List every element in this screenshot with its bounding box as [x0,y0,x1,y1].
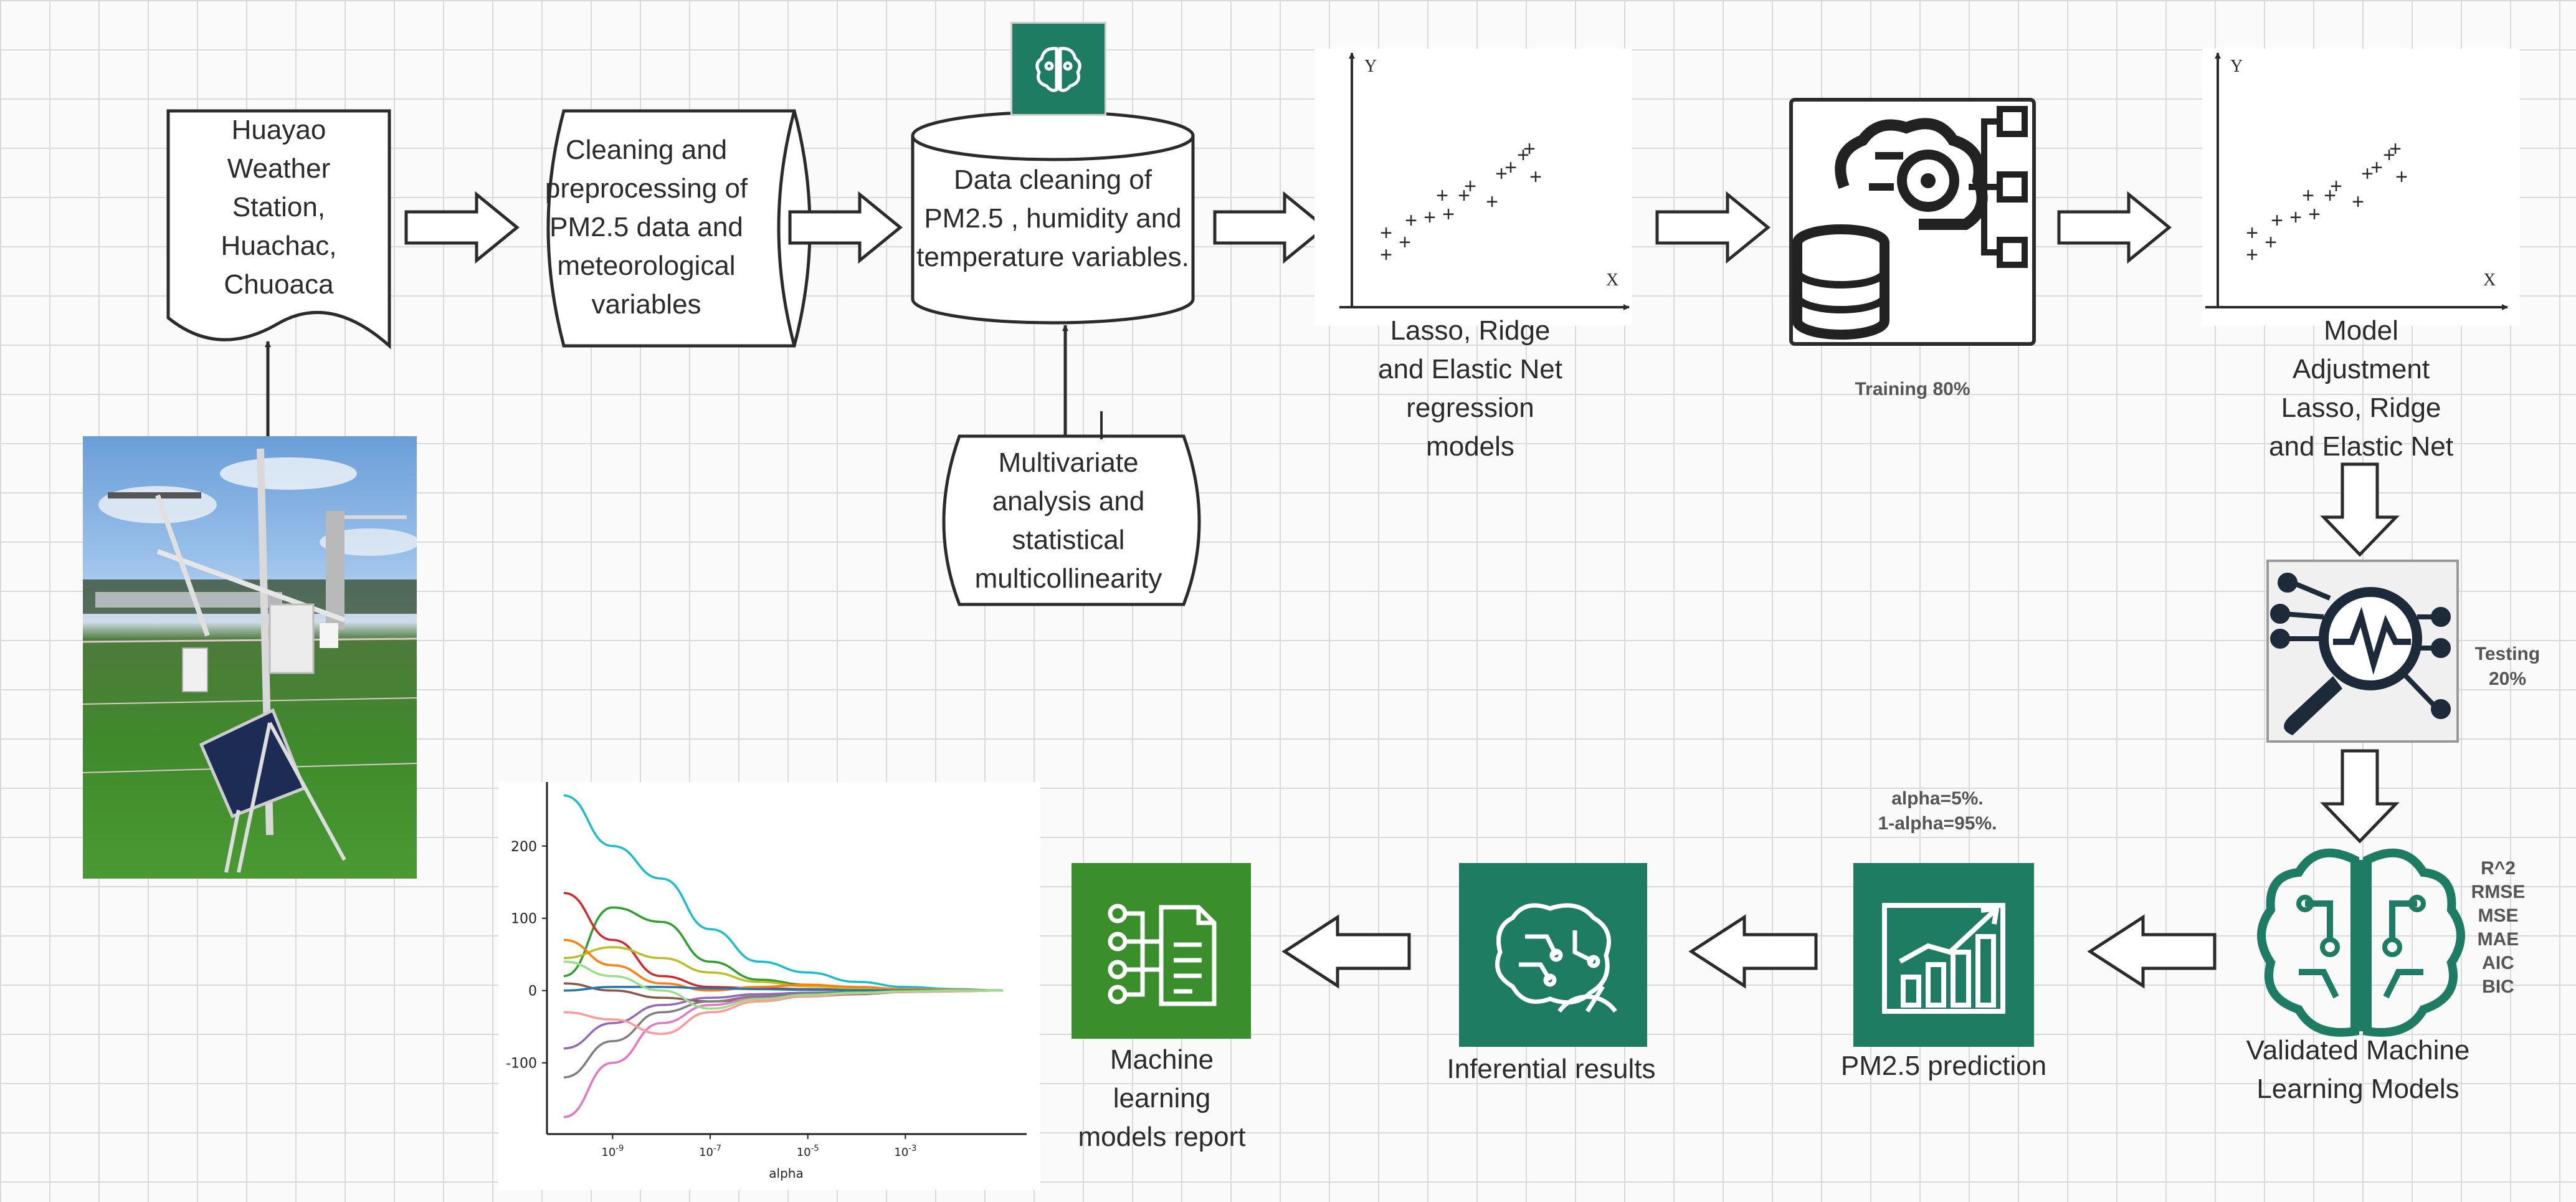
scatter-point: + [2289,206,2302,229]
brain-icon [1010,22,1106,116]
scatter-point: + [1436,184,1448,207]
block-arrow-4 [1655,191,1770,264]
scatter-point: + [2370,156,2383,179]
scatter-point: + [2246,221,2258,245]
scatter-point: + [1517,143,1529,167]
block-arrow-down-2 [2320,749,2400,844]
scatter-point: + [1399,231,1411,254]
document-flow-icon [1072,863,1251,1039]
scatter-plot-models: Y X +++++++++++++++ [1314,49,1632,326]
block-arrow-left-2 [1688,914,1818,989]
scatter-axis-x-2: X [2483,270,2496,290]
station-document-shape [166,109,391,350]
ai-training-icon [1789,98,2036,346]
metrics-list: R^2 RMSE MSE MAE AIC BIC [2461,857,2536,999]
scatter-plot-adjustment: Y X +++++++++++++++ [2202,49,2520,326]
chart-xtick-label: 10-5 [797,1144,819,1159]
metric-aic: AIC [2482,953,2514,973]
scatter-axis-y-2: Y [2230,57,2243,76]
scatter-point: + [1523,137,1536,161]
scatter-point: + [2352,190,2364,214]
scatter-point: + [2383,143,2395,167]
data-analysis-icon [2266,560,2459,743]
block-arrow-left-1 [2087,914,2217,989]
scatter-point: + [1486,190,1498,214]
scatter-point: + [1442,203,1455,226]
scatter-point: + [1458,184,1470,207]
ai-brain-icon [1459,863,1647,1047]
chart-series-line-0 [563,794,1004,992]
alpha-line-2: 1-alpha=95%. [1878,813,1997,834]
block-arrow-down-1 [2320,462,2400,557]
weather-station-photo [83,436,417,879]
metric-rmse: RMSE [2471,882,2526,902]
block-arrow-5 [2057,191,2172,264]
scatter-point: + [1464,174,1476,198]
metric-mae: MAE [2477,929,2519,950]
scatter-point: + [2308,203,2321,226]
scatter-point: + [1495,162,1508,186]
station-label: Huayao Weather Station, Huachac, Chuoaca [221,115,337,300]
scatter-point: + [2271,209,2283,232]
growth-chart-icon [1853,863,2034,1047]
chart-ytick-label: -100 [506,1056,537,1072]
prediction-label: PM2.5 prediction [1840,1051,2047,1081]
testing-label: Testing 20% [2474,644,2540,689]
scatter-point: + [2302,184,2314,207]
block-arrow-left-3 [1281,914,1411,989]
chart-ytick-label: 200 [511,839,537,855]
chart-xtick-label: 10-7 [699,1144,721,1159]
report-label: Machine learning models report [1078,1044,1246,1152]
scatter-point: + [1423,206,1436,229]
scatter-point: + [1380,243,1392,267]
chart-xlabel: alpha [769,1166,803,1181]
scatter-point: + [2265,231,2277,254]
models-label: Lasso, Ridge and Elastic Net regression … [1378,315,1562,462]
cleaning-database-shape [911,110,1195,325]
scatter-point: + [2389,137,2402,161]
scatter-axis-y: Y [1364,57,1377,76]
metric-mse: MSE [2478,905,2519,926]
chart-ytick-label: 0 [528,984,537,999]
scatter-axis-x: X [1606,270,1618,290]
inferential-label: Inferential results [1447,1054,1656,1084]
validated-label: Validated Machine Learning Models [2246,1035,2470,1104]
block-arrow-1 [404,191,520,264]
scatter-point: + [1405,209,1417,232]
brain-circuit-icon [2257,848,2465,1037]
scatter-point: + [2395,165,2408,189]
chart-series-line-11 [563,960,1003,1010]
alpha-line-1: alpha=5%. [1891,788,1984,809]
preprocess-label: Cleaning and preprocessing of PM2.5 data… [544,135,748,320]
cleaning-label: Data cleaning of PM2.5 , humidity and te… [916,165,1189,272]
scatter-point: + [2330,174,2342,198]
scatter-point: + [1504,156,1517,179]
metric-r2: R^2 [2481,858,2516,879]
chart-xtick-label: 10-3 [894,1144,916,1159]
multivariate-storage-shape [942,434,1201,606]
block-arrow-2 [788,191,903,264]
scatter-point: + [1529,165,1542,189]
chart-xtick-label: 10-9 [601,1144,624,1159]
multivariate-label: Multivariate analysis and statistical mu… [974,447,1162,594]
chart-ytick-label: 100 [511,912,537,927]
alpha-label: alpha=5%. 1-alpha=95%. [1825,786,2050,836]
scatter-point: + [2361,162,2374,186]
scatter-point: + [1380,221,1392,245]
metric-bic: BIC [2482,976,2514,997]
chart-series-line-4 [563,938,1004,992]
scatter-point: + [2246,243,2258,267]
scatter-point: + [2324,184,2336,207]
regularization-path-chart: 200 100 0 -100 10-9 10-7 10-5 10-3 alpha [498,782,1040,1190]
block-arrow-3 [1213,191,1328,264]
adjustment-label: Model Adjustment Lasso, Ridge and Elasti… [2269,315,2453,462]
training-label: Training 80% [1855,379,1970,399]
